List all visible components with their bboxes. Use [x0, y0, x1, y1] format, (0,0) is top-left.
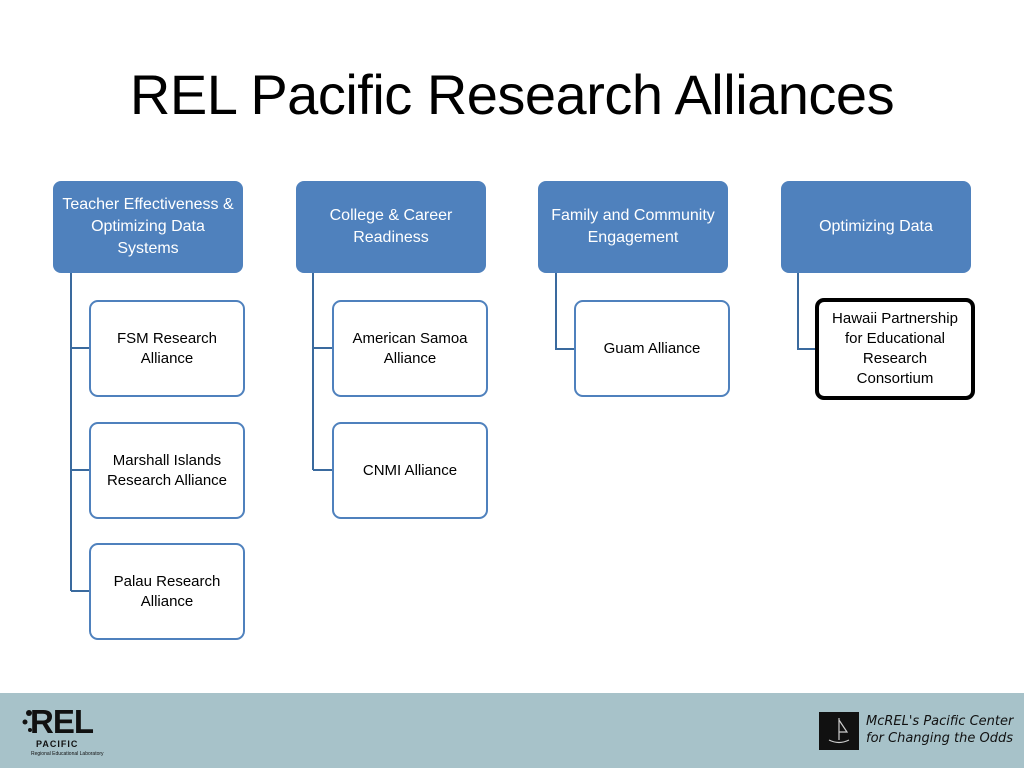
alliance-fsm[interactable]: FSM Research Alliance	[89, 300, 245, 397]
alliance-hawaii-partnership[interactable]: Hawaii Partnership for Educational Resea…	[815, 298, 975, 400]
alliance-cnmi[interactable]: CNMI Alliance	[332, 422, 488, 519]
rel-pacific-text: PACIFIC	[36, 739, 79, 749]
category-teacher-effectiveness[interactable]: Teacher Effectiveness & Optimizing Data …	[53, 181, 243, 273]
mcrel-line-1: McREL's Pacific Center	[866, 714, 1014, 729]
mcrel-line-2: for Changing the Odds	[866, 731, 1013, 746]
alliance-palau[interactable]: Palau Research Alliance	[89, 543, 245, 640]
rel-dots-icon	[22, 710, 32, 732]
category-optimizing-data[interactable]: Optimizing Data	[781, 181, 971, 273]
category-college-career-readiness[interactable]: College & Career Readiness	[296, 181, 486, 273]
mcrel-logo-icon	[819, 712, 859, 750]
mcrel-logo-text: McREL's Pacific Center for Changing the …	[866, 713, 1016, 747]
alliance-guam[interactable]: Guam Alliance	[574, 300, 730, 397]
alliance-american-samoa[interactable]: American Samoa Alliance	[332, 300, 488, 397]
alliance-marshall-islands[interactable]: Marshall Islands Research Alliance	[89, 422, 245, 519]
rel-logo-text: REL	[30, 703, 94, 740]
rel-subtitle: Regional Educational Laboratory	[31, 751, 104, 757]
category-family-community-engagement[interactable]: Family and Community Engagement	[538, 181, 728, 273]
slide-title: REL Pacific Research Alliances	[129, 63, 895, 126]
